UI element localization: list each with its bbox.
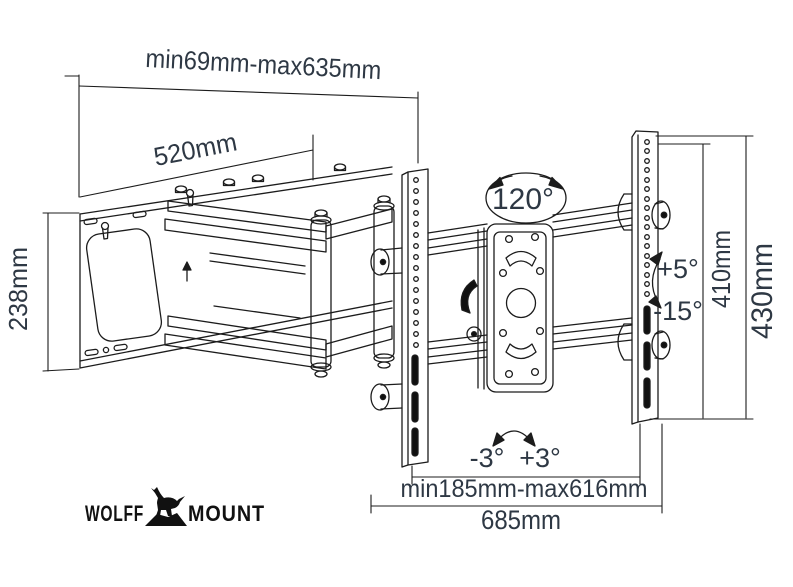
brand-logo: WOLFF MOUNT [85, 487, 265, 526]
dim-rail-width-lines [370, 423, 663, 514]
rail-knob-lower [651, 330, 671, 360]
thumb-knob-upper [370, 247, 403, 276]
bracket-height-outer-label: 430mm [746, 243, 779, 339]
brand-word-left: WOLFF [85, 501, 144, 526]
outer-tv-bracket [617, 130, 671, 425]
bolt-heads [174, 163, 347, 194]
rail-knob-upper [651, 200, 671, 230]
dimension-labels: min69mm-max635mm 520mm 238mm 120° +5° -1… [3, 43, 779, 535]
swivel-indicator [485, 172, 567, 224]
keyhole-slot [100, 221, 110, 240]
upper-arm [164, 200, 393, 275]
plate-height-label: 238mm [3, 247, 33, 331]
vesa-pivot-head [460, 223, 554, 393]
bracket-height-inner-label: 410mm [706, 230, 736, 308]
wall-plate [79, 163, 393, 369]
vesa-holes-outer [644, 139, 650, 297]
lower-arm [164, 305, 393, 370]
level-left-label: -3° [470, 443, 505, 473]
dim-extension-lines [64, 74, 419, 198]
extension-range-label: min69mm-max635mm [145, 43, 382, 85]
dimension-lines [42, 74, 754, 514]
thumb-knob-lower [370, 383, 403, 411]
elbow-post [310, 209, 332, 378]
wolf-silhouette [151, 487, 185, 516]
plate-width-label: 520mm [151, 126, 239, 171]
tilt-down-label: -15° [653, 296, 703, 326]
tilt-indicator [648, 251, 663, 309]
arm-end-post [373, 195, 395, 369]
dim-plate-width-lines [79, 134, 314, 198]
dim-bracket-heights-lines [649, 135, 754, 420]
tilt-up-label: +5° [657, 254, 699, 284]
mounting-rails [427, 202, 633, 365]
dim-rail-span-lines [411, 423, 641, 485]
dim-plate-height-lines [42, 212, 80, 372]
brand-word-right: MOUNT [188, 501, 265, 526]
line-art [42, 74, 754, 514]
up-arrow-icon [182, 261, 192, 282]
rail-span-range-label: min185mm-max616mm [401, 475, 648, 503]
inner-tv-bracket [401, 168, 429, 468]
level-right-label: +3° [519, 443, 561, 473]
swivel-range-label: 120° [492, 183, 554, 216]
locking-lever [460, 279, 478, 314]
wolf-rock [145, 513, 187, 526]
vesa-holes-inner [413, 177, 419, 348]
level-indicator [492, 430, 536, 447]
rail-total-width-label: 685mm [481, 505, 561, 535]
wolf-icon [145, 487, 187, 526]
